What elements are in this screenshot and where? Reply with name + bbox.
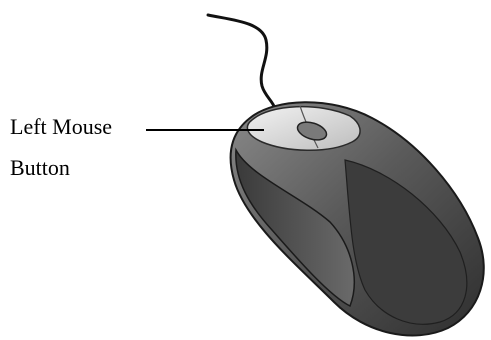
left-mouse-button-label-line1: Left Mouse bbox=[10, 114, 112, 140]
left-mouse-button-label-line2: Button bbox=[10, 155, 70, 181]
mouse-cable bbox=[208, 15, 275, 120]
